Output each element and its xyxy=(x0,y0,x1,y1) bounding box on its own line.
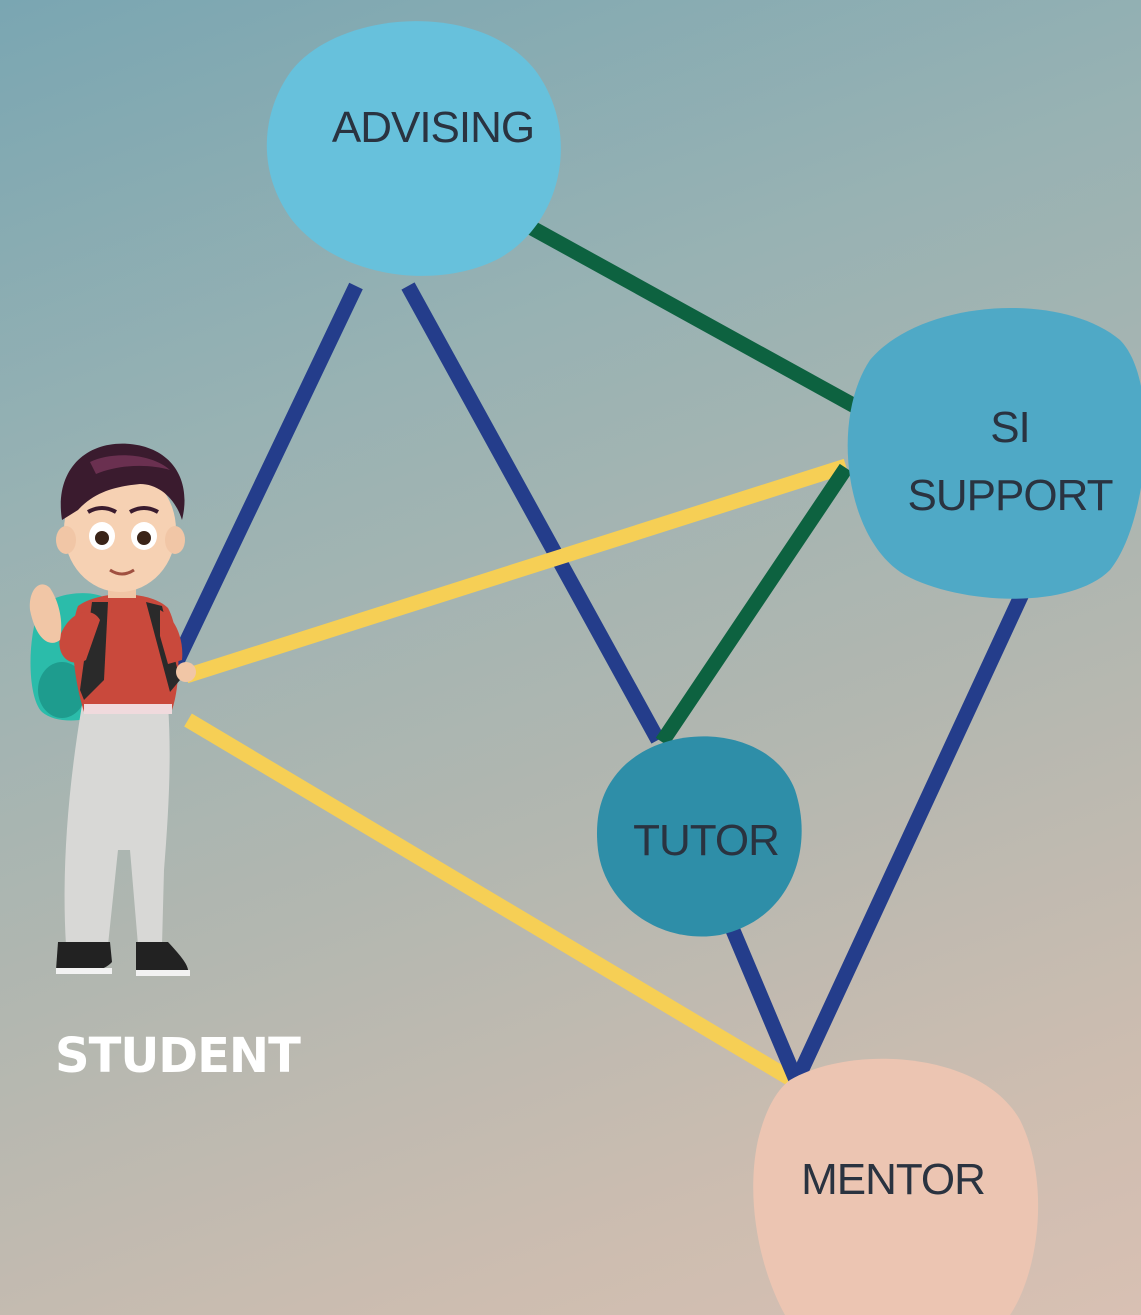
student-hand-lowered xyxy=(176,662,196,682)
connections xyxy=(165,221,1029,1089)
link-advising-si-support xyxy=(528,221,866,417)
student-shoe-left xyxy=(56,942,112,974)
student-ear-left xyxy=(56,526,76,554)
link-student-mentor xyxy=(184,713,800,1089)
student-eyebrow-left xyxy=(87,506,117,514)
student-legs xyxy=(64,705,170,945)
node-tutor-label: TUTOR xyxy=(633,816,779,865)
link-student-advising xyxy=(165,282,363,676)
link-si-support-mentor xyxy=(789,590,1029,1086)
student-pupil-right xyxy=(137,531,151,545)
student-eyebrow-right xyxy=(129,506,159,514)
student-hair-highlight xyxy=(90,455,170,474)
node-si-support-label-line2: SUPPORT xyxy=(908,471,1113,520)
node-advising-label: ADVISING xyxy=(332,103,534,152)
student-face xyxy=(64,468,176,592)
node-si-support-blob xyxy=(847,308,1141,599)
student-ear-right xyxy=(165,526,185,554)
backpack-pocket xyxy=(38,662,86,718)
student-shoe-sole-left xyxy=(56,968,112,974)
node-mentor: MENTOR xyxy=(753,1058,1039,1315)
student-pupil-left xyxy=(95,531,109,545)
link-tutor-mentor xyxy=(725,925,803,1083)
node-si-support-label-line1: SI xyxy=(990,403,1030,452)
student-shoe-sole-right xyxy=(136,970,190,976)
node-advising-blob xyxy=(266,21,561,276)
node-tutor: TUTOR xyxy=(596,736,802,937)
student-arm-raised xyxy=(59,612,100,663)
student-shoe-right xyxy=(136,942,189,975)
node-mentor-blob xyxy=(753,1058,1039,1315)
node-mentor-label: MENTOR xyxy=(801,1155,985,1204)
backpack-strap-right xyxy=(146,602,180,692)
link-advising-tutor xyxy=(401,282,665,744)
node-si-support: SI SUPPORT xyxy=(847,308,1141,599)
student-mouth xyxy=(109,568,135,576)
node-tutor-blob xyxy=(596,736,802,937)
student-arm-lowered xyxy=(160,610,183,664)
student-waistband xyxy=(84,704,172,714)
backpack-strap-left xyxy=(80,602,108,700)
link-student-si-support xyxy=(183,458,849,684)
student-character-illustration xyxy=(29,443,196,976)
student-label: STUDENT xyxy=(55,1028,301,1084)
node-advising: ADVISING xyxy=(266,21,561,276)
student-hand-raised xyxy=(29,584,62,643)
link-si-support-tutor xyxy=(655,463,853,747)
